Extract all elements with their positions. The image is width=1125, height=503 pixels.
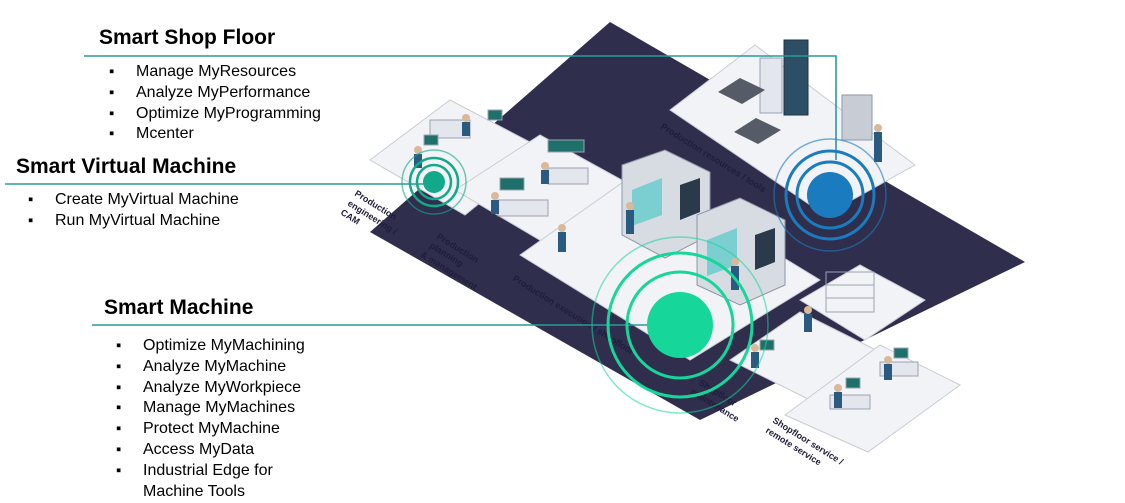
smart-shop-floor-list: Manage MyResources Analyze MyPerformance… xyxy=(109,62,321,145)
list-item: Access MyData xyxy=(116,440,305,461)
list-item: Analyze MyMachine xyxy=(116,357,305,378)
resources-equipment xyxy=(718,39,873,144)
list-item: Manage MyResources xyxy=(109,62,321,83)
list-item: Manage MyMachines xyxy=(116,398,305,419)
smart-machine-title: Smart Machine xyxy=(104,296,254,319)
shop-floor-target xyxy=(773,138,887,252)
list-item: Optimize MyMachining xyxy=(116,336,305,357)
list-item: Create MyVirtual Machine xyxy=(28,190,239,211)
machine-tool-2 xyxy=(696,197,786,306)
list-item: Mcenter xyxy=(109,124,321,145)
smart-virtual-machine-list: Create MyVirtual Machine Run MyVirtual M… xyxy=(28,190,239,232)
list-item: Run MyVirtual Machine xyxy=(28,211,239,232)
list-item: Analyze MyWorkpiece xyxy=(116,378,305,399)
list-item: Optimize MyProgramming xyxy=(109,104,321,125)
machine-tool-1 xyxy=(621,149,711,259)
smart-virtual-machine-title: Smart Virtual Machine xyxy=(16,155,237,178)
list-item: Machine Tools xyxy=(143,482,245,500)
list-item: Protect MyMachine xyxy=(116,419,305,440)
planning-workstations xyxy=(497,139,589,217)
storage-shelves xyxy=(825,271,875,313)
list-item: Analyze MyPerformance xyxy=(109,83,321,104)
smart-machine-list: Optimize MyMachining Analyze MyMachine A… xyxy=(116,336,305,502)
machine-target xyxy=(591,236,769,414)
shop-floor-connector xyxy=(84,55,837,160)
smart-shop-floor-title: Smart Shop Floor xyxy=(99,26,276,49)
platform-storage xyxy=(799,264,926,341)
list-item: Industrial Edge for xyxy=(116,461,305,482)
virtual-machine-target xyxy=(401,149,467,215)
